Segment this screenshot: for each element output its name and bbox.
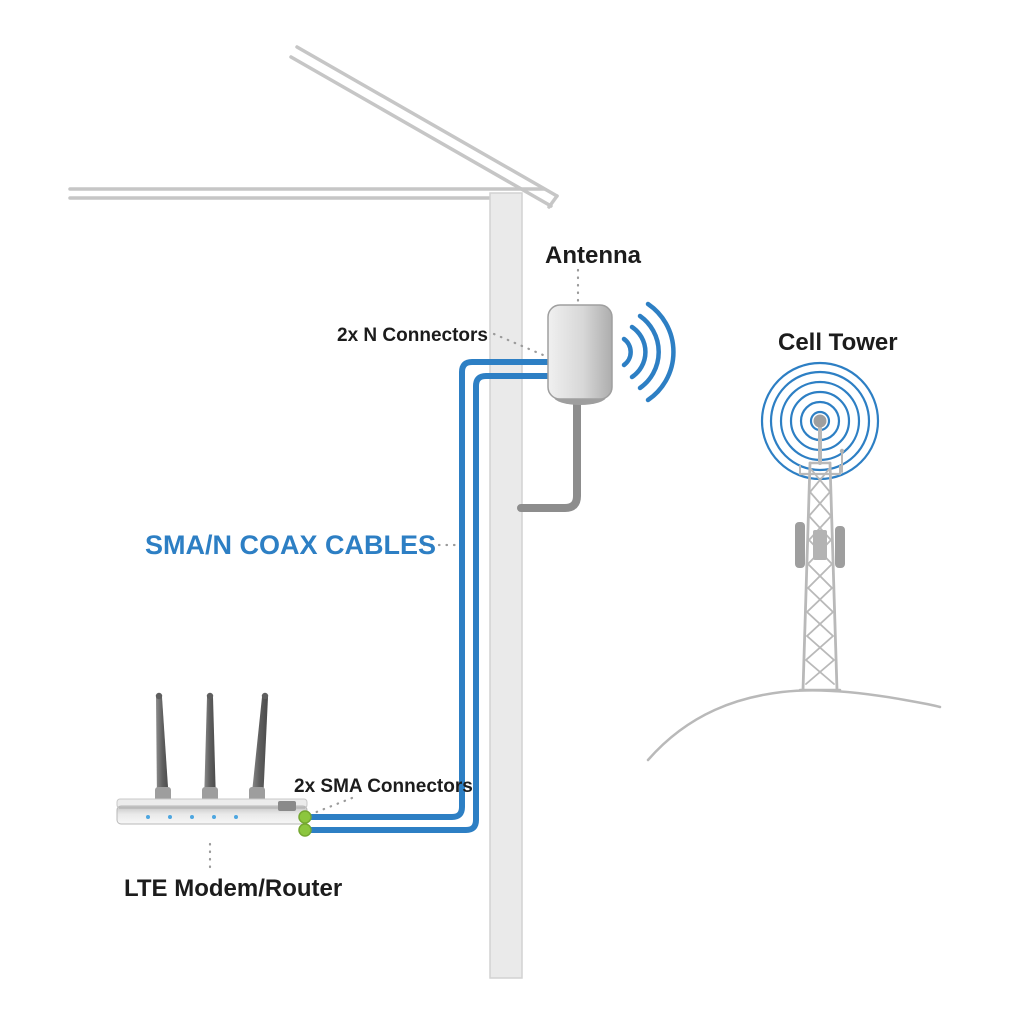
antenna-label: Antenna bbox=[545, 242, 642, 269]
router-led bbox=[190, 815, 194, 819]
signal-arc bbox=[637, 313, 661, 391]
router-led bbox=[146, 815, 150, 819]
sma-connector-upper bbox=[298, 810, 312, 824]
tower-panel-right bbox=[835, 526, 845, 568]
sma-connector-lower bbox=[298, 823, 312, 837]
tower-leg-right bbox=[828, 461, 839, 692]
sma-connectors-leader-line bbox=[312, 796, 354, 815]
router-antenna-tip bbox=[155, 692, 163, 700]
signal-arc bbox=[645, 301, 676, 403]
tower-equipment-box bbox=[813, 530, 827, 560]
tower-antenna-tip bbox=[813, 414, 827, 428]
signal-arc bbox=[629, 324, 648, 380]
signal-arc bbox=[621, 336, 633, 368]
router-antenna-rod bbox=[251, 697, 268, 802]
tower-panel-left bbox=[795, 522, 805, 568]
router-antennas bbox=[155, 692, 269, 802]
router-antenna-rod bbox=[204, 697, 216, 802]
router-button bbox=[278, 801, 296, 811]
coax-cables bbox=[303, 359, 554, 833]
coax-cable-upper bbox=[303, 359, 554, 820]
coax-cable-lower bbox=[303, 373, 554, 833]
router-led bbox=[168, 815, 172, 819]
antenna-body bbox=[547, 304, 613, 400]
router-led bbox=[234, 815, 238, 819]
ground-hill-line bbox=[646, 689, 942, 762]
sma-connectors-label: 2x SMA Connectors bbox=[294, 776, 473, 797]
n-connectors-label: 2x N Connectors bbox=[337, 325, 488, 346]
tower-leg-left bbox=[801, 461, 812, 692]
lte-modem-router bbox=[116, 692, 308, 825]
antenna-signal-icon bbox=[621, 301, 676, 403]
outdoor-antenna bbox=[547, 304, 613, 405]
router-antenna-rod bbox=[156, 697, 169, 802]
labels: Antenna 2x N Connectors SMA/N COAX CABLE… bbox=[124, 242, 898, 902]
house-roof bbox=[68, 45, 559, 209]
modem-router-label: LTE Modem/Router bbox=[124, 875, 342, 902]
cell-tower-label: Cell Tower bbox=[778, 329, 898, 356]
n-connectors-leader-line bbox=[492, 332, 545, 357]
coax-cables-label: SMA/N COAX CABLES bbox=[145, 530, 436, 560]
sma-connectors bbox=[298, 810, 312, 837]
roof-edge-line bbox=[295, 45, 559, 198]
signal-ring bbox=[769, 370, 871, 472]
router-led bbox=[212, 815, 216, 819]
router-antenna-joint bbox=[155, 787, 171, 802]
tower-lattice-brace bbox=[805, 467, 836, 685]
roof-edge-line-inner bbox=[289, 55, 553, 208]
tower-side-antenna-tip bbox=[839, 448, 845, 454]
cell-tower bbox=[646, 361, 942, 762]
router-antenna-joint bbox=[249, 787, 265, 802]
antenna-feed-cable bbox=[517, 386, 581, 512]
router-leds bbox=[146, 815, 238, 819]
leader-lines bbox=[208, 268, 580, 870]
router-antenna-tip bbox=[206, 692, 214, 700]
router-antenna-joint bbox=[202, 787, 218, 802]
router-antenna-tip bbox=[261, 692, 269, 700]
fascia-end-cap bbox=[547, 194, 559, 209]
house-wall-pole bbox=[489, 192, 523, 979]
